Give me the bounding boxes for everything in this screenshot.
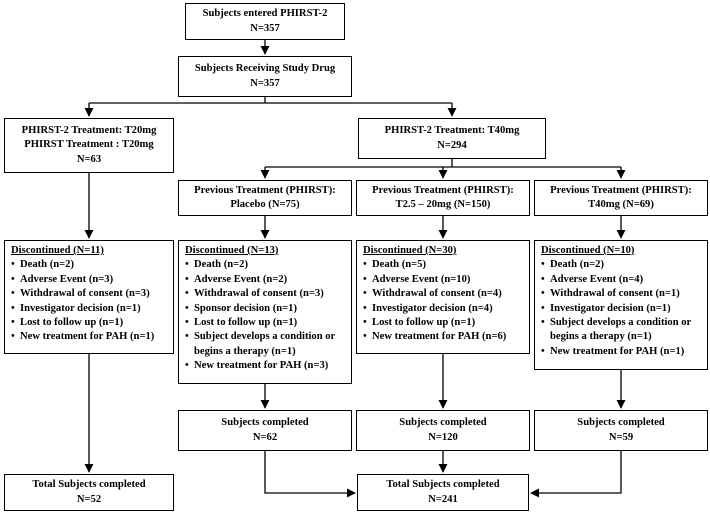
prev-t40-label: Previous Treatment (PHIRST): — [550, 184, 692, 196]
comp-t2520-count: N=120 — [428, 431, 458, 443]
total-t20-count: N=52 — [76, 493, 102, 505]
disc-t40-title: Discontinued (N=10) — [541, 245, 635, 256]
disc-placebo-box: Discontinued (N=13) Death (n=2) Adverse … — [178, 240, 352, 384]
receiving-count: N=357 — [250, 77, 280, 89]
disc-t40-item: Withdrawal of consent (n=1) — [541, 287, 701, 302]
disc-t20-item: Lost to follow up (n=1) — [11, 316, 167, 331]
prev-placebo-box: Previous Treatment (PHIRST): Placebo (N=… — [178, 180, 352, 216]
disc-t20-box: Discontinued (N=11) Death (n=2) Adverse … — [4, 240, 174, 354]
t40-arm-box: PHIRST-2 Treatment: T40mg N=294 — [358, 118, 546, 159]
t20-arm-phirst-label: PHIRST Treatment : T20mg — [24, 139, 154, 151]
arrow-comp-t40-to-total — [530, 451, 622, 498]
disc-t2520-box: Discontinued (N=30) Death (n=5) Adverse … — [356, 240, 530, 354]
comp-t40-label: Subjects completed — [577, 417, 665, 429]
disc-t40-box: Discontinued (N=10) Death (n=2) Adverse … — [534, 240, 708, 370]
comp-t2520-box: Subjects completed N=120 — [356, 410, 530, 451]
prev-t2520-label: Previous Treatment (PHIRST): — [372, 184, 514, 196]
entered-count: N=357 — [250, 22, 280, 34]
disc-t20-item: Death (n=2) — [11, 258, 167, 273]
disc-placebo-item: Withdrawal of consent (n=3) — [185, 287, 345, 302]
prev-t40-box: Previous Treatment (PHIRST): T40mg (N=69… — [534, 180, 708, 216]
entered-label: Subjects entered PHIRST-2 — [202, 8, 328, 20]
t20-arm-label: PHIRST-2 Treatment: T20mg — [21, 124, 157, 136]
t40-arm-label: PHIRST-2 Treatment: T40mg — [384, 125, 520, 137]
disc-t20-item: Investigator decision (n=1) — [11, 302, 167, 317]
prev-t40-group: T40mg (N=69) — [588, 199, 654, 210]
disc-placebo-item: Sponsor decision (n=1) — [185, 302, 345, 317]
disc-t20-item: Adverse Event (n=3) — [11, 273, 167, 288]
prev-t2520-group: T2.5 – 20mg (N=150) — [395, 199, 491, 210]
disc-t20-title: Discontinued (N=11) — [11, 245, 104, 256]
total-t40-label: Total Subjects completed — [386, 479, 500, 491]
prev-t2520-box: Previous Treatment (PHIRST): T2.5 – 20mg… — [356, 180, 530, 216]
disc-placebo-item: Adverse Event (n=2) — [185, 273, 345, 288]
disc-t20-item: Withdrawal of consent (n=3) — [11, 287, 167, 302]
disc-t2520-item: Withdrawal of consent (n=4) — [363, 287, 523, 302]
disc-placebo-item: New treatment for PAH (n=3) — [185, 359, 345, 374]
comp-t2520-label: Subjects completed — [399, 417, 487, 429]
total-t20-box: Total Subjects completed N=52 — [4, 474, 174, 511]
prev-placebo-label: Previous Treatment (PHIRST): — [194, 184, 336, 196]
disc-t2520-item: New treatment for PAH (n=6) — [363, 330, 523, 345]
disc-t20-item: New treatment for PAH (n=1) — [11, 330, 167, 345]
disc-t40-item: Adverse Event (n=4) — [541, 273, 701, 288]
disc-t2520-title: Discontinued (N=30) — [363, 245, 457, 256]
disc-t2520-item: Death (n=5) — [363, 258, 523, 273]
disc-t2520-item: Adverse Event (n=10) — [363, 273, 523, 288]
disc-t2520-item: Investigator decision (n=4) — [363, 302, 523, 317]
total-t20-label: Total Subjects completed — [32, 479, 146, 491]
disc-placebo-title: Discontinued (N=13) — [185, 245, 279, 256]
comp-placebo-count: N=62 — [252, 431, 278, 443]
t20-arm-count: N=63 — [76, 153, 102, 165]
receiving-label: Subjects Receiving Study Drug — [194, 63, 336, 75]
disc-t2520-item: Lost to follow up (n=1) — [363, 316, 523, 331]
disc-placebo-item: Death (n=2) — [185, 258, 345, 273]
comp-t40-count: N=59 — [608, 431, 634, 443]
disc-t40-item: New treatment for PAH (n=1) — [541, 345, 701, 360]
disc-placebo-item: Lost to follow up (n=1) — [185, 316, 345, 331]
disc-t40-item: Subject develops a condition or begins a… — [541, 316, 701, 345]
total-t40-box: Total Subjects completed N=241 — [357, 474, 529, 511]
prev-placebo-group: Placebo (N=75) — [230, 199, 300, 210]
total-t40-count: N=241 — [428, 493, 458, 505]
entered-box: Subjects entered PHIRST-2 N=357 — [185, 3, 345, 40]
disc-t40-item: Death (n=2) — [541, 258, 701, 273]
t20-arm-box: PHIRST-2 Treatment: T20mg PHIRST Treatme… — [4, 118, 174, 173]
t40-arm-count: N=294 — [437, 139, 467, 151]
receiving-box: Subjects Receiving Study Drug N=357 — [178, 56, 352, 97]
comp-t40-box: Subjects completed N=59 — [534, 410, 708, 451]
arrow-comp-placebo-to-total — [264, 451, 356, 498]
comp-placebo-box: Subjects completed N=62 — [178, 410, 352, 451]
disc-placebo-item: Subject develops a condition or begins a… — [185, 330, 345, 359]
comp-placebo-label: Subjects completed — [221, 417, 309, 429]
disc-t40-item: Investigator decision (n=1) — [541, 302, 701, 317]
